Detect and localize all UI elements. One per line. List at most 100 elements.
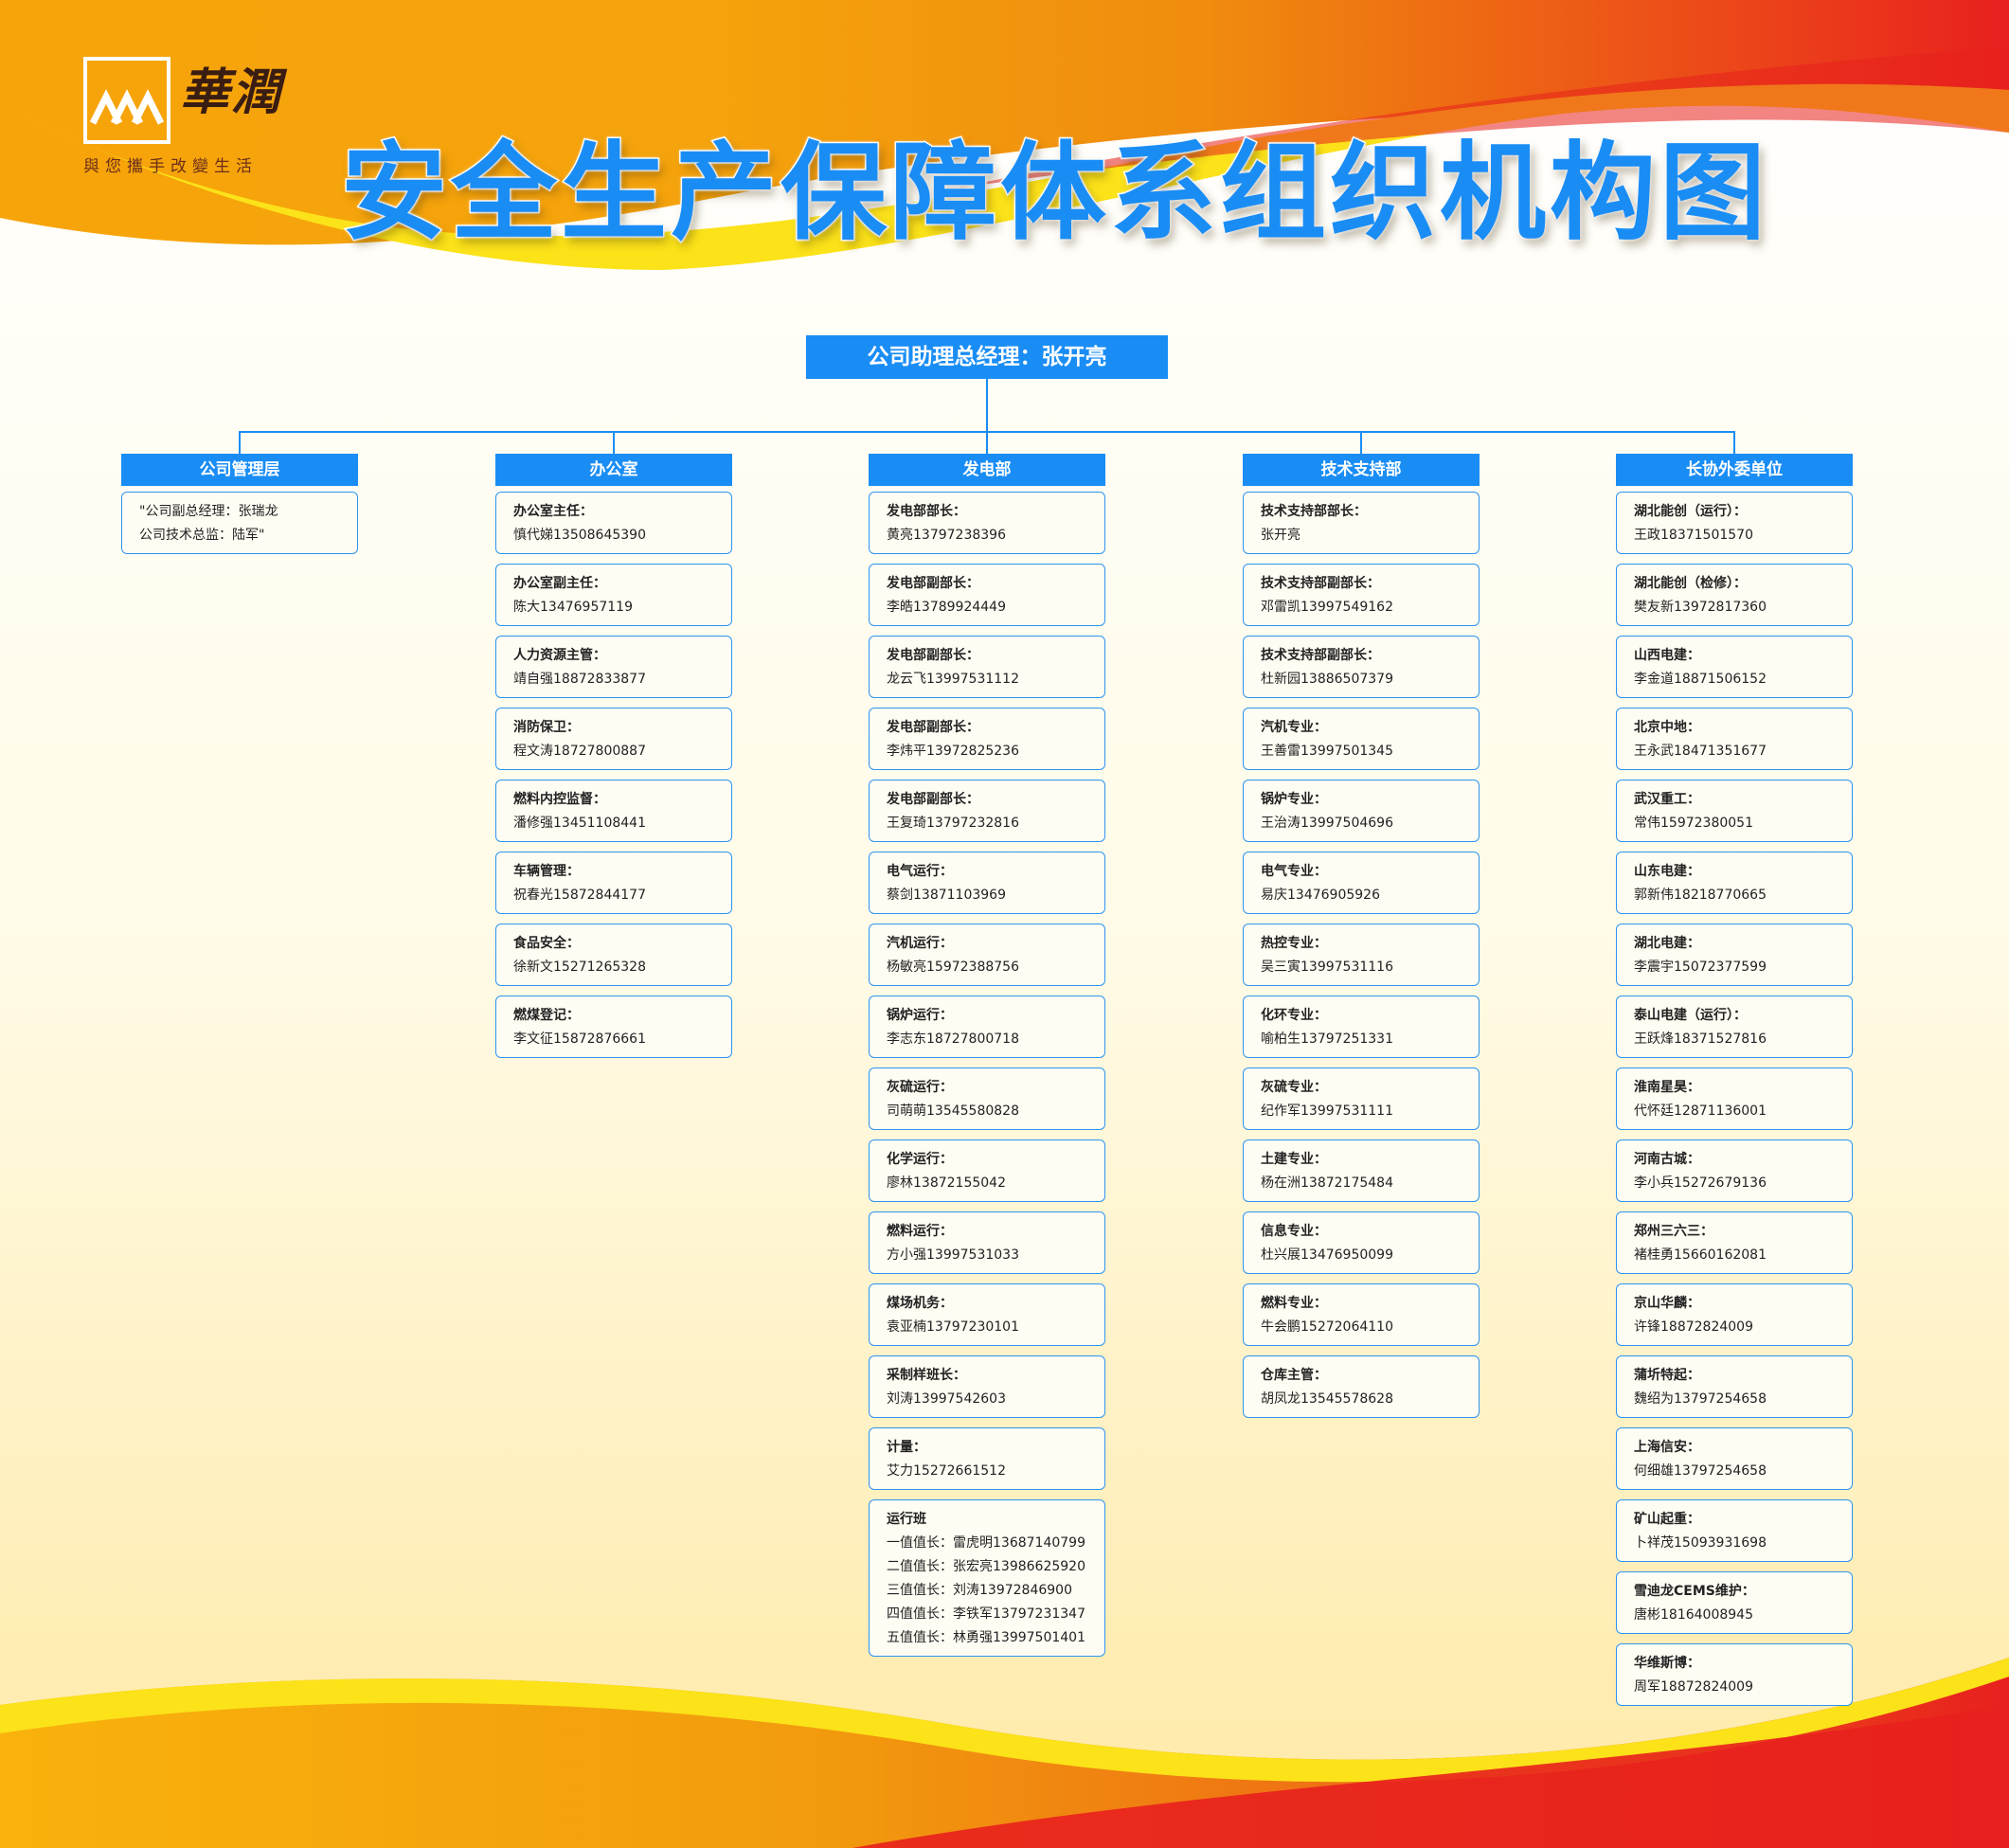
member-card: 发电部副部长：龙云飞13997531112 [869,636,1105,698]
role-title: 信息专业： [1261,1224,1327,1239]
member-card: 燃料专业： 牛会鹏15272064110 [1243,1283,1480,1346]
role-title: 灰硫专业： [1261,1080,1327,1095]
role-title: 汽机专业： [1261,720,1327,735]
member-card: 仓库主管：胡凤龙13545578628 [1243,1355,1480,1418]
member-card: 淮南星昊： 代怀廷12871136001 [1616,1068,1853,1130]
member-card: 燃料内控监督： 潘修强13451108441 [495,780,732,842]
person-contact: 樊友新13972817360 [1634,600,1767,615]
role-title: 发电部部长： [887,504,966,519]
person-contact: 黄亮13797238396 [887,528,1006,543]
member-card: 矿山起重： 卜祥茂15093931698 [1616,1499,1853,1562]
person-contact: 程文涛18727800887 [513,744,646,759]
person-contact: 喻柏生13797251331 [1261,1032,1393,1047]
member-card: 山西电建：李金道18871506152 [1616,636,1853,698]
connector-root-down [986,379,988,432]
person-contact: 杨敏亮15972388756 [887,960,1019,975]
role-title: 办公室主任： [513,504,593,519]
role-title: 燃料专业： [1261,1296,1327,1311]
role-title: 车辆管理： [513,864,580,879]
role-title: 电气运行： [887,864,953,879]
person-contact: 徐新文15271265328 [513,960,646,975]
member-card: 雪迪龙CEMS维护：唐彬18164008945 [1616,1571,1853,1634]
person-line: 五值值长：林勇强13997501401 [887,1630,1085,1645]
member-card: 湖北能创（运行）：王政18371501570 [1616,492,1853,554]
person-contact: 慎代娣13508645390 [513,528,646,543]
member-card: 煤场机务： 袁亚楠13797230101 [869,1283,1105,1346]
role-title: 雪迪龙CEMS维护： [1634,1584,1755,1599]
role-title: 矿山起重： [1634,1512,1700,1527]
member-card: 锅炉运行：李志东18727800718 [869,996,1105,1058]
member-card: 发电部副部长：李皓13789924449 [869,564,1105,626]
person-contact: 卜祥茂15093931698 [1634,1535,1767,1551]
person-contact: 李金道18871506152 [1634,672,1767,687]
member-card: 泰山电建（运行）： 王跃烽18371527816 [1616,996,1853,1058]
person-contact: 杨在洲13872175484 [1261,1175,1393,1191]
person-contact: 魏绍为13797254658 [1634,1391,1767,1407]
member-card: 技术支持部副部长：邓雷凯13997549162 [1243,564,1480,626]
role-title: 京山华麟： [1634,1296,1700,1311]
role-title: 泰山电建（运行）： [1634,1008,1747,1023]
role-title: 煤场机务： [887,1296,953,1311]
member-card: 武汉重工：常伟15972380051 [1616,780,1853,842]
person-contact: 祝春光15872844177 [513,888,646,903]
member-card: 土建专业：杨在洲13872175484 [1243,1139,1480,1202]
member-card: 燃料运行：方小强13997531033 [869,1211,1105,1274]
role-title: 发电部副部长： [887,648,979,663]
member-card: 湖北能创（检修）：樊友新13972817360 [1616,564,1853,626]
person-line: 三值值长：刘涛13972846900 [887,1583,1072,1598]
member-card: 化学运行：廖林13872155042 [869,1139,1105,1202]
person-contact: 李震宇15072377599 [1634,960,1767,975]
logo-slogan: 與您攜手改變生活 [83,157,258,176]
person-line: 四值值长：李铁军13797231347 [887,1606,1085,1622]
member-card: 信息专业：杜兴展13476950099 [1243,1211,1480,1274]
person-contact: 李志东18727800718 [887,1032,1019,1047]
member-card: 华维斯博：周军18872824009 [1616,1643,1853,1706]
member-card: 车辆管理： 祝春光15872844177 [495,852,732,914]
role-title: 锅炉专业： [1261,792,1327,807]
person-line: 一值值长：雷虎明13687140799 [887,1535,1085,1551]
person-contact: 邓雷凯13997549162 [1261,600,1393,615]
role-title: 电气专业： [1261,864,1327,879]
role-title: 燃煤登记： [513,1008,580,1023]
member-card: 电气专业： 易庆13476905926 [1243,852,1480,914]
role-title: 热控专业： [1261,936,1327,951]
person-contact: 牛会鹏15272064110 [1261,1319,1393,1335]
member-card: 采制样班长：刘涛13997542603 [869,1355,1105,1418]
connector-dept [1733,431,1735,454]
role-title: 山东电建： [1634,864,1700,879]
person-contact: 李小兵15272679136 [1634,1175,1767,1191]
member-card: 发电部副部长：王复琦13797232816 [869,780,1105,842]
member-card: 办公室副主任：陈大13476957119 [495,564,732,626]
member-card: 发电部副部长：李炜平13972825236 [869,708,1105,770]
role-title: 发电部副部长： [887,720,979,735]
role-title: 淮南星昊： [1634,1080,1700,1095]
role-title: 上海信安： [1634,1440,1700,1455]
person-line: 公司技术总监：陆军" [139,528,265,543]
person-contact: 杜新园13886507379 [1261,672,1393,687]
person-contact: 潘修强13451108441 [513,816,646,831]
person-contact: 袁亚楠13797230101 [887,1319,1019,1335]
person-contact: 代怀廷12871136001 [1634,1103,1767,1119]
role-title: 灰硫运行： [887,1080,953,1095]
person-contact: 蔡剑13871103969 [887,888,1006,903]
person-contact: 王跃烽18371527816 [1634,1032,1767,1047]
person-contact: 王复琦13797232816 [887,816,1019,831]
person-contact: 李皓13789924449 [887,600,1006,615]
member-card: 人力资源主管：靖自强18872833877 [495,636,732,698]
person-contact: 方小强13997531033 [887,1247,1019,1263]
role-title: 采制样班长： [887,1368,966,1383]
person-contact: 褚桂勇15660162081 [1634,1247,1767,1263]
member-card: 灰硫专业：纪作军13997531111 [1243,1068,1480,1130]
role-title: 汽机运行： [887,936,953,951]
connector-dept [986,431,988,454]
role-title: 蒲圻特起： [1634,1368,1700,1383]
role-title: 郑州三六三： [1634,1224,1713,1239]
member-card: 北京中地：王永武18471351677 [1616,708,1853,770]
connector-dept [613,431,615,454]
person-contact: 王政18371501570 [1634,528,1753,543]
person-contact: 郭新伟18218770665 [1634,888,1767,903]
role-title: 燃料内控监督： [513,792,606,807]
person-contact: 易庆13476905926 [1261,888,1380,903]
role-title: 运行班 [887,1512,926,1527]
